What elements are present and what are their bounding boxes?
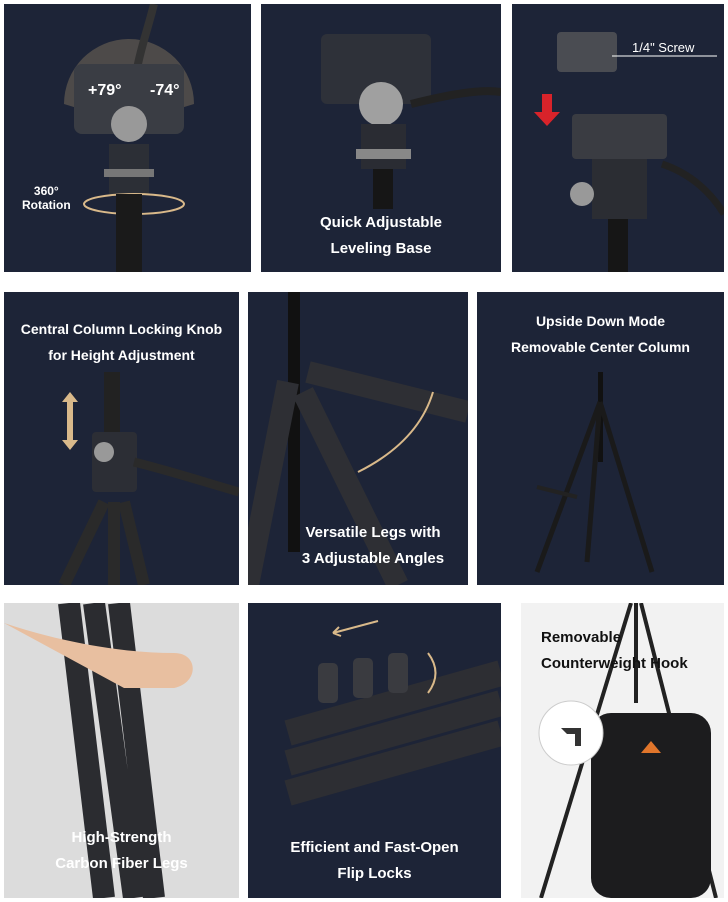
carbon-caption: High-Strength Carbon Fiber Legs (4, 825, 239, 877)
up-down-arrow-icon (62, 392, 78, 450)
central-column-illustration (58, 372, 239, 585)
panel-head-rotation: +79° -74° 360° Rotation (4, 4, 251, 272)
caption-line-2: 3 Adjustable Angles (301, 550, 445, 567)
adjustable-legs-illustration (248, 292, 468, 585)
tripod-head-illustration (64, 4, 194, 272)
rotation-text: Rotation (22, 198, 71, 212)
locks-caption: Efficient and Fast-Open Flip Locks (248, 835, 501, 887)
caption-line-1: Quick Adjustable (320, 214, 442, 231)
tilt-angle-left: +79° (88, 82, 122, 99)
panel-carbon-fiber: High-Strength Carbon Fiber Legs (4, 603, 239, 898)
hook-caption: Removable Counterweight Hook (541, 625, 688, 677)
quick-release-illustration (534, 32, 724, 272)
panel-quick-release-plate: 1/4" Screw (512, 4, 724, 272)
caption-line-1: Removable (541, 629, 622, 646)
legs-caption: Versatile Legs with 3 Adjustable Angles (278, 520, 468, 572)
caption-line-2: Removable Center Column (511, 339, 690, 355)
panel-flip-locks: Efficient and Fast-Open Flip Locks (248, 603, 501, 898)
upside-caption: Upside Down Mode Removable Center Column (477, 308, 724, 360)
panel-adjustable-legs: Versatile Legs with 3 Adjustable Angles (248, 292, 468, 585)
counterweight-bag-illustration (538, 603, 718, 898)
tilt-angle-right: -74° (150, 82, 180, 99)
caption-line-1: Upside Down Mode (535, 313, 666, 329)
caption-line-1: Versatile Legs with (305, 524, 441, 541)
upside-down-tripod-illustration (534, 372, 655, 573)
red-down-arrow-icon (534, 94, 560, 126)
caption-line-2: Leveling Base (330, 240, 432, 257)
flip-locks-illustration (284, 620, 501, 806)
caption-line-2: Carbon Fiber Legs (55, 855, 188, 872)
screw-label: 1/4" Screw (632, 40, 695, 55)
leveling-base-illustration (321, 34, 501, 209)
caption-line-1: High-Strength (71, 829, 172, 846)
caption-line-1: Central Column Locking Knob (20, 321, 223, 337)
rotation-label: 360° Rotation (22, 184, 71, 212)
leveling-caption: Quick Adjustable Leveling Base (261, 210, 501, 262)
column-caption: Central Column Locking Knob for Height A… (4, 316, 239, 368)
carbon-legs-illustration (4, 603, 239, 898)
caption-line-2: Flip Locks (337, 865, 412, 882)
panel-central-column: Central Column Locking Knob for Height A… (4, 292, 239, 585)
panel-leveling-base: Quick Adjustable Leveling Base (261, 4, 501, 272)
panel-upside-down: Upside Down Mode Removable Center Column (477, 292, 724, 585)
caption-line-1: Efficient and Fast-Open (290, 839, 459, 856)
caption-line-2: for Height Adjustment (48, 347, 195, 363)
panel-counterweight-hook: Removable Counterweight Hook (521, 603, 724, 898)
rotation-degrees: 360° (33, 184, 59, 198)
caption-line-2: Counterweight Hook (541, 655, 688, 672)
